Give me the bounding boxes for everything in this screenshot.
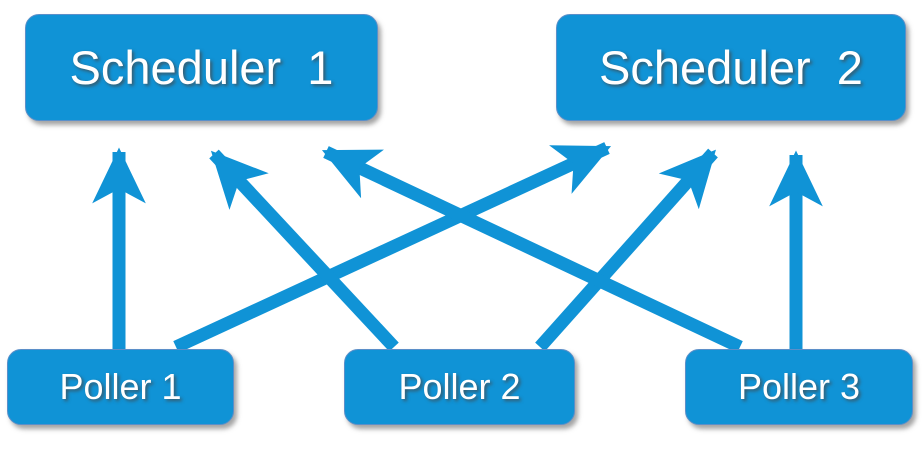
poller-2-node[interactable]: Poller 2 — [344, 349, 575, 425]
scheduler-1-node[interactable]: Scheduler 1 — [25, 14, 378, 121]
connector-poller-2-to-scheduler-2 — [535, 148, 718, 352]
poller-3-label: Poller 3 — [737, 366, 861, 407]
poller-3-node[interactable]: Poller 3 — [685, 349, 913, 425]
scheduler-1-label: Scheduler 1 — [69, 41, 334, 94]
connector-poller-3-to-scheduler-1 — [321, 146, 743, 353]
connector-poller-2-to-scheduler-1 — [209, 149, 399, 352]
connector-poller-1-to-scheduler-2 — [173, 142, 612, 353]
poller-1-node[interactable]: Poller 1 — [7, 349, 234, 425]
scheduler-2-node[interactable]: Scheduler 2 — [556, 14, 906, 121]
scheduler-2-label: Scheduler 2 — [599, 41, 863, 94]
poller-2-label: Poller 2 — [398, 366, 521, 407]
poller-1-label: Poller 1 — [59, 366, 182, 407]
